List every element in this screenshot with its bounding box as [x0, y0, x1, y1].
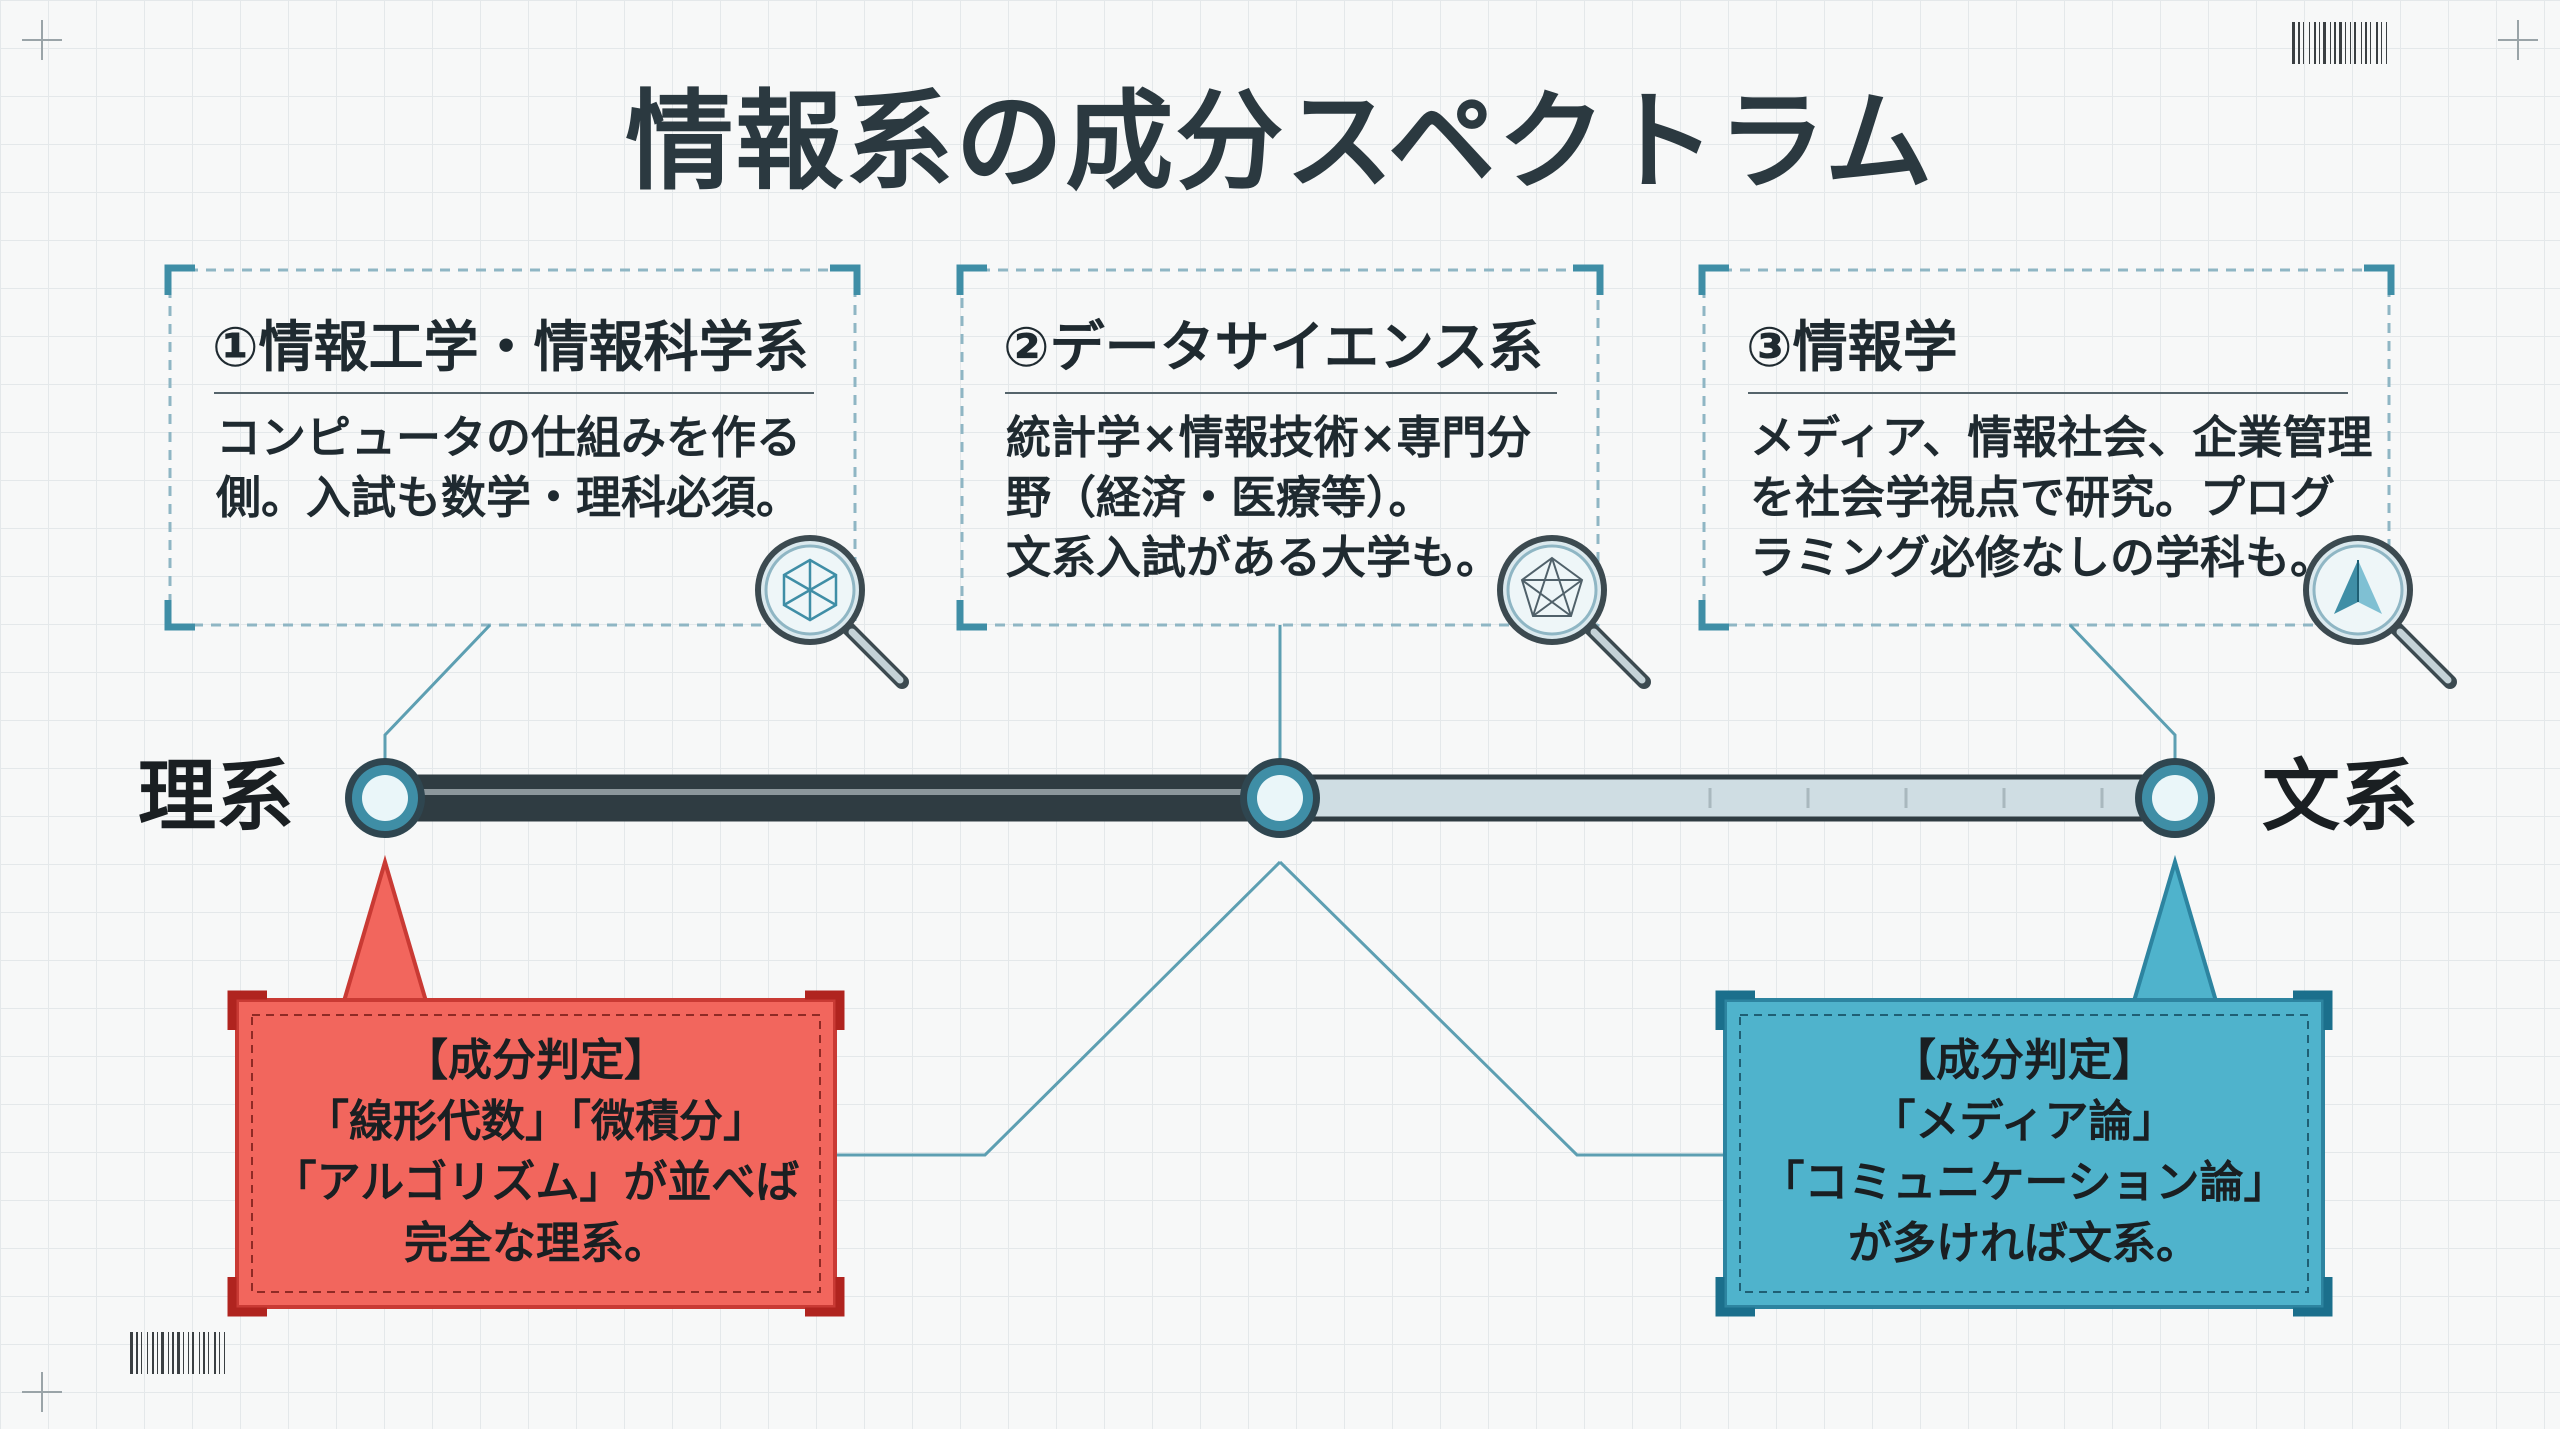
axis-label-humanities: 文系: [2262, 752, 2419, 842]
magnifier-network-icon: [755, 535, 909, 689]
verdict-line: 「アルゴリズム」が並べば: [272, 1157, 800, 1208]
corner-marks: [22, 20, 2538, 1412]
barcode-top-right: [2292, 22, 2387, 64]
verdict-line: 完全な理系。: [404, 1218, 668, 1269]
card-body-line: 文系入試がある大学も。: [1006, 531, 1502, 584]
card-title: ①情報工学・情報科学系: [212, 315, 809, 379]
card-body: メディア、情報社会、企業管理 を社会学視点で研究。プログ ラミング必修なしの学科…: [1750, 408, 2372, 588]
verdict-line: 「コミュニケーション論」: [1760, 1157, 2288, 1208]
page-title: 情報系の成分スペクトラム: [625, 80, 1935, 205]
card-body-line: メディア、情報社会、企業管理: [1750, 411, 2373, 464]
card-body-line: コンピュータの仕組みを作る: [216, 411, 802, 464]
verdict-line: 「線形代数」「微積分」: [305, 1096, 767, 1147]
verdict-line: 【成分判定】: [404, 1035, 668, 1086]
card-body-line: 統計学×情報技術×専門分: [1006, 411, 1532, 464]
card-divider: [1005, 392, 1557, 394]
card-title: ③情報学: [1746, 315, 1958, 379]
card-divider: [214, 392, 814, 394]
card-body: コンピュータの仕組みを作る 側。入試も数学・理科必須。: [216, 408, 801, 528]
card-connectors: [383, 623, 2177, 780]
verdict-connectors: [835, 860, 1725, 1157]
verdict-text-humanities: 【成分判定】 「メディア論」 「コミュニケーション論」 が多ければ文系。: [1725, 1030, 2323, 1274]
magnifier-network-icon: [1497, 535, 1651, 689]
verdict-box-science: [227, 854, 845, 1317]
card-body: 統計学×情報技術×専門分 野（経済・医療等）。 文系入試がある大学も。: [1006, 408, 1531, 588]
node-humanities: [2135, 758, 2215, 838]
card-frame-2: [956, 264, 1604, 631]
axis-label-science: 理系: [138, 752, 295, 842]
card-title: ②データサイエンス系: [1003, 315, 1543, 379]
verdict-box-humanities: [1715, 854, 2333, 1317]
verdict-line: が多ければ文系。: [1848, 1218, 2200, 1269]
card-body-line: 野（経済・医療等）。: [1006, 471, 1434, 524]
verdict-line: 「メディア論」: [1871, 1096, 2177, 1147]
card-divider: [1748, 392, 2348, 394]
card-body-line: ラミング必修なしの学科も。: [1750, 531, 2336, 584]
verdict-text-science: 【成分判定】 「線形代数」「微積分」 「アルゴリズム」が並べば 完全な理系。: [237, 1030, 835, 1274]
verdict-line: 【成分判定】: [1892, 1035, 2156, 1086]
card-frame-3: [1698, 264, 2395, 631]
magnifier-pyramid-icon: [2303, 535, 2457, 689]
node-data-science: [1240, 758, 1320, 838]
card-body-line: 側。入試も数学・理科必須。: [216, 471, 802, 524]
barcode-bottom-left: [130, 1332, 225, 1374]
card-frame-1: [164, 264, 861, 631]
node-science: [345, 758, 425, 838]
card-body-line: を社会学視点で研究。プログ: [1750, 471, 2336, 524]
